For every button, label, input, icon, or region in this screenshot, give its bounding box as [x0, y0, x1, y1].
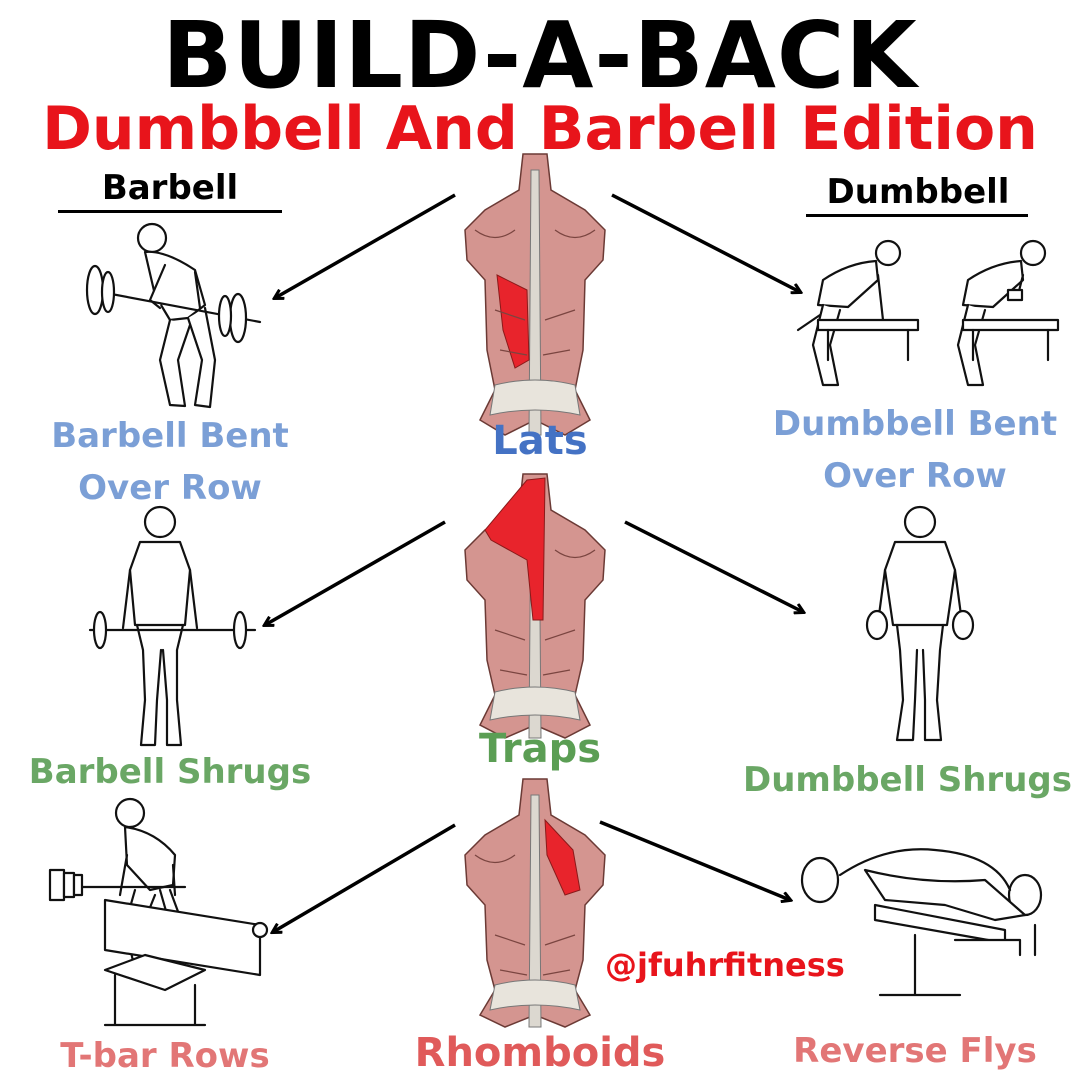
- exercise-label-t-bar-rows: T-bar Rows: [60, 1036, 270, 1076]
- exercise-label-dumbbell-bent-over-row: Dumbbell Bent Over Row: [772, 404, 1058, 496]
- exercise-label-barbell-shrugs: Barbell Shrugs: [28, 752, 312, 792]
- page-subtitle: Dumbbell And Barbell Edition: [42, 94, 1038, 164]
- arrow-rhomboids-barbell: [273, 823, 456, 932]
- arrow-lats-dumbbell: [611, 193, 800, 292]
- column-header-dumbbell: Dumbbell: [826, 172, 1010, 212]
- arrow-traps-barbell: [265, 520, 446, 625]
- back-anatomy-rhomboids: [464, 778, 606, 1028]
- dumbbell-shrugs-illustration: [865, 505, 975, 742]
- exercise-label-dumbbell-shrugs: Dumbbell Shrugs: [743, 760, 1072, 800]
- barbell-shrugs-illustration: [88, 505, 257, 747]
- muscle-label-traps: Traps: [478, 726, 602, 772]
- barbell-bent-over-row-illustration: [85, 222, 262, 409]
- muscle-label-lats: Lats: [492, 418, 588, 464]
- muscle-label-rhomboids: Rhomboids: [414, 1030, 666, 1076]
- column-underline-barbell: [58, 210, 282, 213]
- exercise-label-barbell-bent-over-row: Barbell Bent Over Row: [51, 416, 289, 508]
- arrow-lats-barbell: [275, 193, 456, 298]
- back-anatomy-traps: [464, 473, 606, 739]
- arrow-rhomboids-dumbbell: [599, 820, 790, 900]
- dumbbell-bent-over-row-illustration: [796, 239, 1060, 387]
- reverse-flys-illustration: [800, 848, 1043, 997]
- t-bar-rows-illustration: [48, 797, 269, 1027]
- arrow-traps-dumbbell: [624, 520, 803, 612]
- column-underline-dumbbell: [806, 214, 1028, 217]
- social-handle: @jfuhrfitness: [605, 946, 845, 984]
- exercise-label-reverse-flys: Reverse Flys: [793, 1031, 1037, 1071]
- column-header-barbell: Barbell: [101, 168, 239, 208]
- back-anatomy-lats: [464, 153, 606, 436]
- page-title: BUILD-A-BACK: [162, 2, 918, 109]
